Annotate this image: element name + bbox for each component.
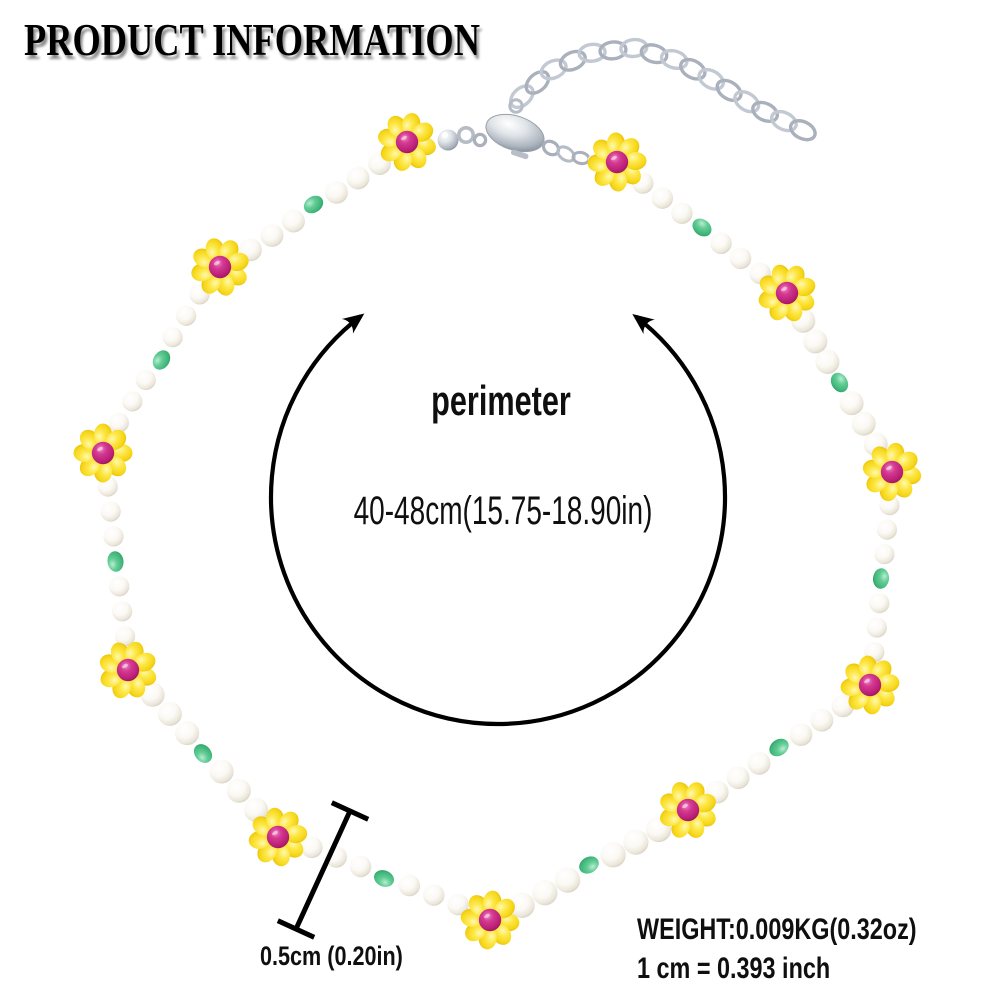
pearl-bead (209, 759, 234, 784)
daisy-flower (378, 113, 436, 171)
pearl-bead (600, 842, 626, 868)
pearl-bead (140, 682, 165, 707)
pearl-bead (114, 626, 136, 647)
pearl-bead (874, 543, 895, 565)
pearl-bead (869, 592, 890, 614)
pearl-bead (109, 576, 130, 597)
bead-size-dimension-line (276, 800, 370, 940)
pearl-bead (815, 349, 840, 374)
jump-ring (456, 126, 475, 145)
daisy-flower (248, 807, 308, 867)
daisy-flowers (73, 113, 922, 950)
pearl-bead (108, 412, 129, 433)
pearl-bead (839, 391, 864, 416)
pearl-bead (260, 224, 284, 247)
pearl-bead (803, 329, 828, 354)
green-seed-bead (692, 218, 712, 237)
pearl-bead (876, 519, 898, 540)
silver-bead-highlight (442, 132, 448, 138)
pearl-bead (157, 701, 182, 726)
pearl-bead (866, 617, 887, 638)
connector-link (571, 150, 591, 166)
perimeter-label: perimeter (431, 377, 571, 424)
pearl-bead (103, 526, 124, 547)
pearl-bead (532, 879, 558, 906)
green-seed-bead (373, 870, 395, 887)
daisy-flower (73, 423, 133, 483)
green-seed-bead (193, 744, 213, 763)
perimeter-value: 40-48cm(15.75-18.90in) (353, 489, 653, 533)
daisy-flower (191, 238, 249, 296)
pearl-bead (422, 884, 445, 906)
pearl-bead (100, 501, 121, 522)
lobster-clasp-assembly (437, 98, 597, 166)
pearl-bead (175, 721, 200, 746)
pearl-bead (244, 797, 269, 822)
chain-attach-ring (508, 98, 524, 114)
pearl-bead (726, 766, 750, 790)
clasp-hook-notch (535, 113, 547, 125)
bead-size-label: 0.5cm (0.20in) (260, 941, 403, 971)
pearl-bead (226, 778, 251, 803)
daisy-flower (840, 655, 900, 715)
pearl-bead (710, 232, 732, 255)
pearl-bead (346, 166, 370, 190)
green-seed-bead (107, 551, 124, 572)
pearl-bead (447, 893, 469, 916)
bead-strand (97, 152, 900, 919)
pearl-bead (729, 247, 752, 270)
perimeter-arrow-arc (268, 313, 728, 727)
daisy-flower (99, 641, 157, 699)
green-seed-bead (872, 568, 890, 589)
pearl-bead (554, 867, 581, 893)
green-seed-bead (769, 738, 789, 757)
pearl-bead (135, 369, 156, 391)
pearl-bead (509, 892, 535, 919)
daisy-flower (862, 442, 922, 502)
daisy-flower (758, 264, 816, 322)
weight-label: WEIGHT:0.009KG(0.32oz) (637, 913, 917, 946)
green-seed-bead (152, 350, 171, 370)
pearl-bead (122, 391, 143, 412)
weight-block: WEIGHT:0.009KG(0.32oz) 1 cm = 0.393 inch (637, 910, 917, 988)
pearl-bead (651, 187, 674, 209)
pearl-bead (831, 694, 855, 718)
pearl-bead (623, 829, 649, 855)
pearl-bead (851, 411, 876, 436)
pearl-bead (671, 202, 693, 224)
daisy-flower (460, 890, 520, 950)
pearl-bead (747, 751, 771, 775)
daisy-flower (587, 132, 647, 192)
daisy-flower (660, 782, 716, 838)
pearl-bead (398, 874, 421, 897)
pearl-bead (112, 601, 133, 622)
pearl-bead (810, 708, 834, 732)
clasp-trigger (510, 149, 529, 160)
pearl-bead (176, 305, 197, 326)
pearl-bead (325, 180, 348, 204)
page-title: PRODUCT INFORMATION (24, 14, 480, 65)
pearl-bead (162, 327, 183, 348)
conversion-label: 1 cm = 0.393 inch (637, 952, 831, 985)
green-seed-bead (303, 195, 324, 214)
extension-chain (509, 37, 817, 142)
green-seed-bead (830, 372, 849, 393)
green-seed-bead (579, 856, 599, 874)
pearl-bead (349, 855, 372, 878)
silver-bead (437, 129, 459, 151)
pearl-bead (301, 836, 323, 859)
pearl-bead (282, 209, 305, 233)
pearl-bead (789, 723, 813, 747)
jump-ring (472, 132, 488, 148)
